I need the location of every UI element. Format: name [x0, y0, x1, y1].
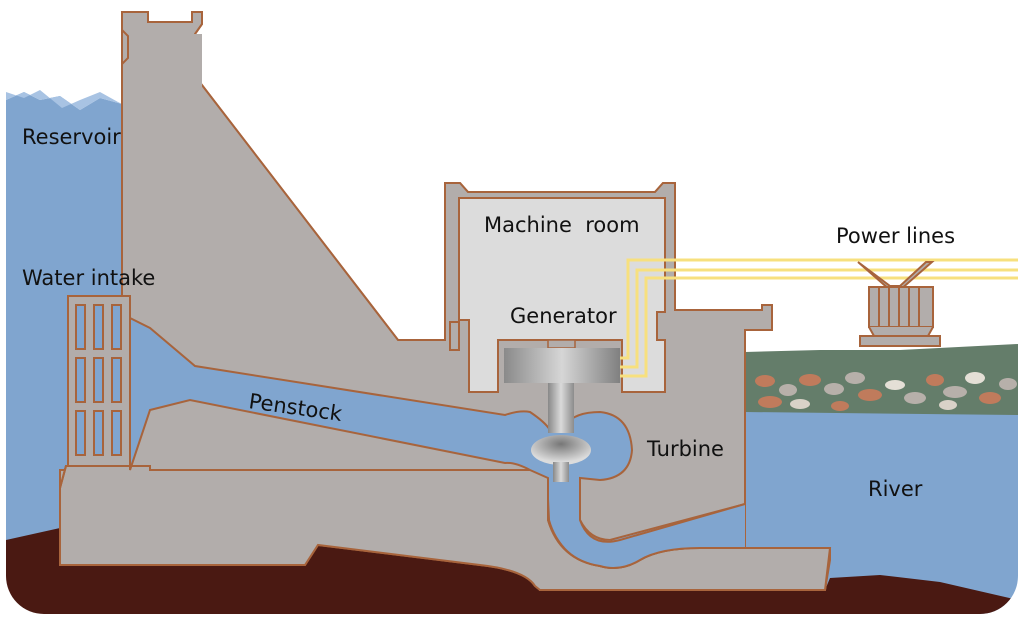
label-turbine: Turbine	[646, 437, 724, 461]
reservoir-surface-wave	[6, 90, 122, 110]
wall-window	[449, 321, 460, 351]
generator	[504, 348, 620, 383]
riverbank-stones	[755, 372, 1017, 411]
label-power-lines: Power lines	[836, 224, 955, 248]
turbine-hub	[553, 462, 569, 482]
label-river: River	[868, 477, 923, 501]
intake-wall	[59, 465, 67, 565]
machine-room	[458, 197, 666, 393]
transformer	[857, 261, 941, 347]
turbine-shaft	[548, 383, 574, 433]
label-water-intake: Water intake	[22, 266, 155, 290]
power-lines	[620, 258, 1018, 378]
water-intake-grille	[67, 295, 131, 467]
generator-cap	[547, 339, 576, 349]
bedrock	[6, 528, 1018, 614]
label-machine-room: Machine room	[484, 213, 640, 237]
turbine-runner	[531, 435, 591, 465]
dam-notch	[121, 12, 129, 65]
label-reservoir: Reservoir	[22, 125, 121, 149]
draft-tube-outline	[547, 478, 830, 569]
label-generator: Generator	[510, 304, 617, 328]
draft-tube-water	[548, 478, 745, 568]
